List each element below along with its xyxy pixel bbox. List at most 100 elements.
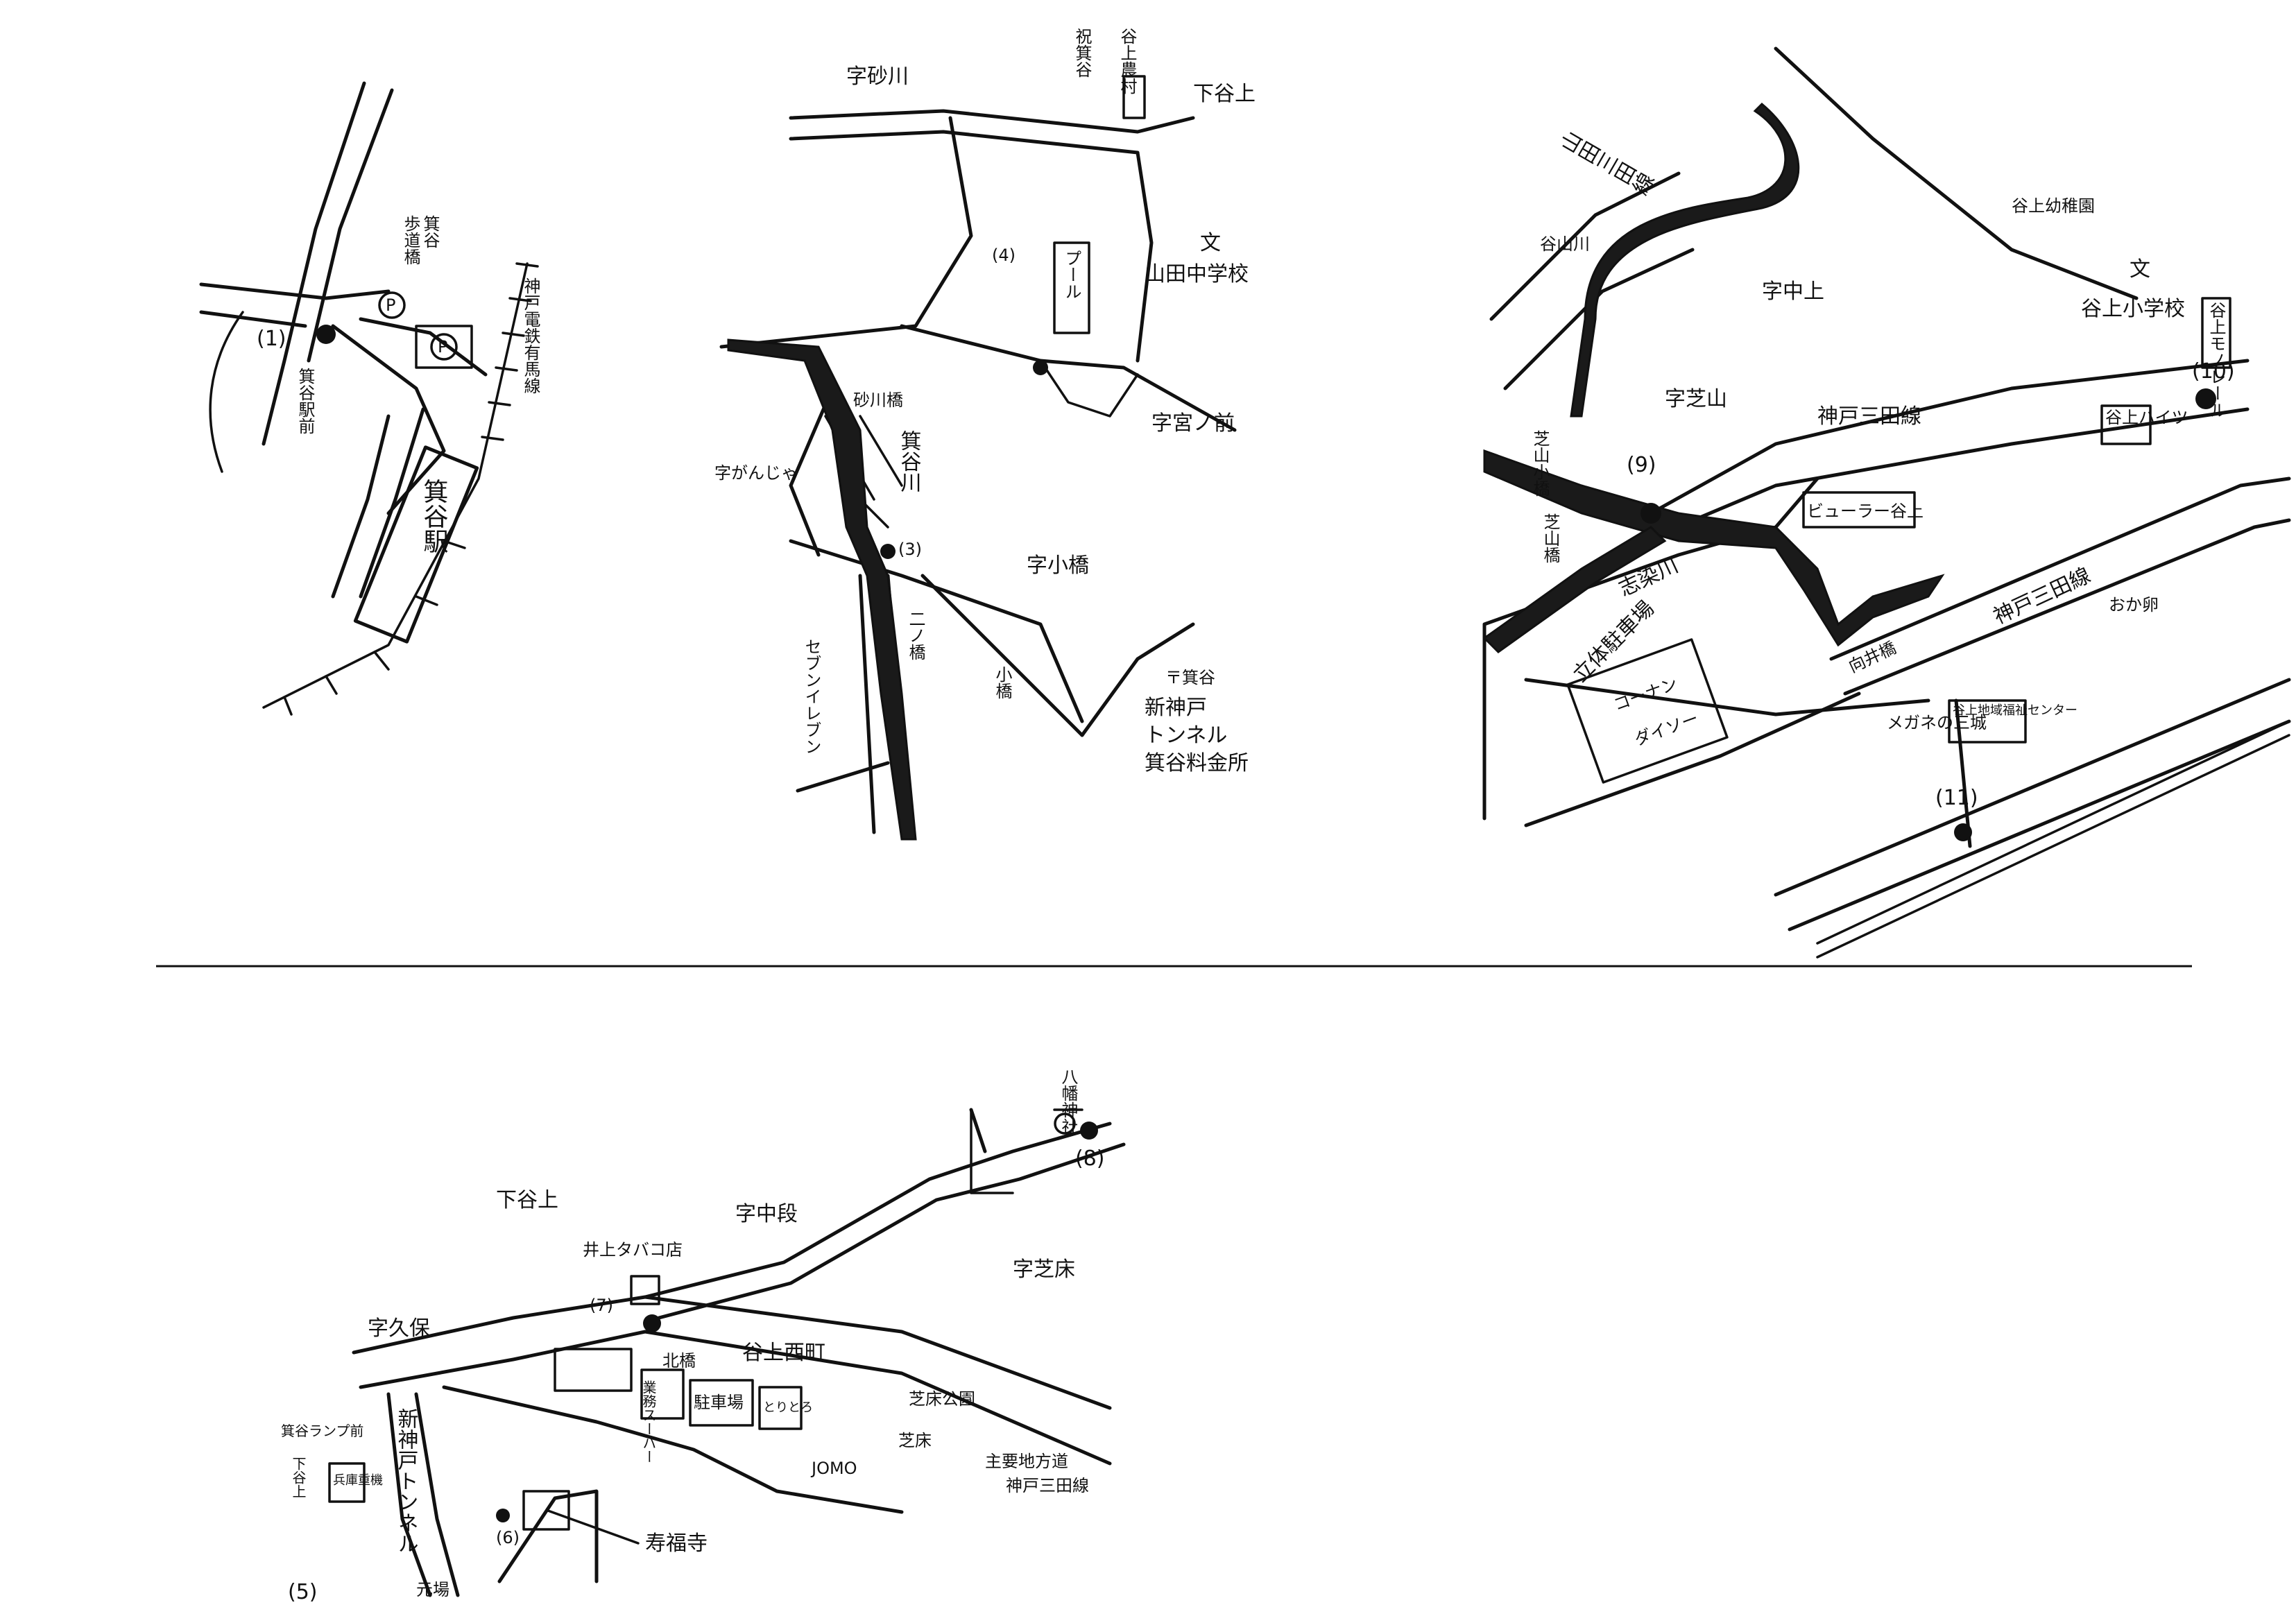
map2-nibashi-label: 二ノ橋 xyxy=(906,610,925,660)
map1-road xyxy=(331,414,391,599)
jufukuji-building xyxy=(522,1490,570,1531)
map3-point-11-label: (11) xyxy=(1935,786,1978,810)
map3-road xyxy=(1774,46,2139,300)
map3-road xyxy=(1503,248,1695,390)
map4-block xyxy=(630,1275,660,1305)
map4-inoue-label: 井上タバコ店 xyxy=(583,1240,683,1260)
map3-road xyxy=(1642,407,2250,543)
map1-station-building xyxy=(353,445,479,644)
map2-kobashi-bridge-label: 小橋 xyxy=(993,666,1012,699)
map1-railway-label: 神戸電鉄有馬線 xyxy=(521,277,540,394)
map3-okaran-label: おか卵 xyxy=(2109,595,2159,615)
map3-river-west xyxy=(1482,526,1667,653)
map3-monorail-label: 谷上モノレール xyxy=(2207,302,2226,418)
map3-konan-label: コーナン xyxy=(1611,673,1680,714)
map4-jomo-label: JOMO xyxy=(810,1459,857,1478)
map3-road xyxy=(1524,692,1861,827)
map4-road xyxy=(657,1142,1126,1320)
map1-road xyxy=(331,324,446,515)
map3-road xyxy=(1774,678,2291,897)
parking-icon xyxy=(1054,1113,1076,1135)
parking-icon xyxy=(378,291,406,319)
map1-minotani-station: P P (1) 箕谷 歩道橋 神戸電鉄有馬線 箕谷駅 箕谷駅前 xyxy=(199,81,540,716)
map4-point-6-label: (6) xyxy=(496,1528,520,1547)
map2-point-3 xyxy=(880,544,896,559)
map3-road xyxy=(1482,476,1819,821)
map4-chushajo-label: 駐車場 xyxy=(694,1393,744,1412)
map4-shimotanigami-label: 下谷上 xyxy=(496,1188,558,1212)
map3-road xyxy=(1649,359,2250,515)
map3-kindergarten-label: 谷上幼稚園 xyxy=(2012,196,2095,216)
map4-road xyxy=(643,1122,1112,1299)
map1-station-bridge-prefix: 箕谷 xyxy=(420,215,440,248)
map2-seven-label: セブンイレブン xyxy=(802,638,821,755)
map4-shimotanigami-v-label: 下谷上 xyxy=(290,1457,307,1498)
map4-road-minor xyxy=(970,1108,1083,1194)
map4-point-7-label: (7) xyxy=(590,1296,613,1315)
map4-kubo-label: 字久保 xyxy=(368,1316,430,1341)
map4-bus-stop-label: 元場 xyxy=(416,1580,449,1599)
map4-point-8-label: (8) xyxy=(1075,1147,1105,1171)
hemi-building xyxy=(328,1462,366,1503)
map2-road xyxy=(1080,622,1195,737)
map3-point-9 xyxy=(1640,503,1661,524)
map2-point-4-label: (4) xyxy=(992,246,1016,265)
map3-heights-building xyxy=(2100,404,2152,445)
map2-point-3-label: (3) xyxy=(898,540,922,559)
map1-road xyxy=(359,317,488,377)
map1-road xyxy=(359,407,425,599)
map2-sunagawa-bridge-label: 砂川橋 xyxy=(853,390,903,410)
map1-station-bridge-label: 歩道橋 xyxy=(401,215,420,265)
map1-station-front-label: 箕谷駅前 xyxy=(295,368,315,434)
map4-main-road-label: 主要地方道 xyxy=(985,1452,1068,1471)
map3-point-9-label: (9) xyxy=(1627,453,1656,477)
map2-point-4 xyxy=(1033,360,1048,375)
map4-tanigami-nishimachi: (7) (8) (6) (5) 下谷上 字中段 字芝床 八幡神社 井上タバコ店 … xyxy=(281,1068,1126,1604)
map2-tunnel2-label: トンネル xyxy=(1145,723,1227,748)
map4-road xyxy=(442,1385,904,1514)
map4-kitabashi-label: 北橋 xyxy=(662,1351,696,1371)
map3-nakagami-label: 字中上 xyxy=(1762,280,1824,304)
parking-icon xyxy=(430,333,458,361)
map2-hatched-bank xyxy=(1039,359,1139,418)
map1-curve-road xyxy=(209,311,244,473)
map4-shibatoko-park-label: 芝床公園 xyxy=(909,1389,975,1409)
map2-school-symbol: 文 xyxy=(1200,231,1221,255)
map3-rail-line xyxy=(1816,734,2290,959)
map4-road xyxy=(386,1392,432,1597)
map4-jufukuji-label: 寿福寺 xyxy=(645,1531,708,1556)
map2-pool-label: プール xyxy=(1062,250,1081,300)
map3-road xyxy=(1843,518,2291,696)
map2-tollgate-label: 箕谷料金所 xyxy=(1145,751,1249,775)
map3-taniyama-label: 谷山川 xyxy=(1540,234,1590,254)
map1-rail xyxy=(262,262,529,709)
map2-road xyxy=(789,539,1084,723)
map1-parking-label-2: P xyxy=(438,337,447,357)
map2-road xyxy=(1136,151,1154,363)
map4-hemi-label: 兵庫重機 xyxy=(333,1473,383,1488)
map3-tanigami: (9) (10) (11) 山田三田線 谷山川 字中上 谷上幼稚園 文 谷上小学… xyxy=(1482,46,2291,959)
map3-yamada-sanda-label: 山田三田線 xyxy=(1554,128,1657,202)
map1-station-label: 箕谷駅 xyxy=(420,479,448,553)
map3-parking-tower-label: 立体駐車場 xyxy=(1568,596,1659,687)
map4-road xyxy=(414,1392,460,1597)
map1-road xyxy=(199,282,391,300)
map3-elementary-label: 谷上小学校 xyxy=(2081,297,2185,321)
map4-road xyxy=(359,1330,1112,1466)
map2-shrine-building xyxy=(1122,75,1146,119)
map4-jufukuji-leader xyxy=(547,1509,640,1545)
map2-road xyxy=(789,386,834,557)
map2-shrine-label: 祝箕谷 xyxy=(1072,28,1092,78)
map2-road xyxy=(789,130,1140,155)
map2-sunagawa-label: 字砂川 xyxy=(846,65,909,89)
map3-road xyxy=(1524,678,1930,716)
map3-shibayama-bridge-label: 芝山小橋 xyxy=(1530,430,1550,497)
map4-point-7 xyxy=(643,1314,661,1332)
map3-road xyxy=(1829,476,2291,661)
map3-river-upper xyxy=(1570,102,1800,418)
map2-sunagawa: (4) (3) 字砂川 下谷上 谷上農村 祝箕谷 文 山田中学校 プール 砂川橋… xyxy=(714,28,1256,841)
map1-point-1 xyxy=(316,325,336,344)
map4-gyomu-label: 業務スーパー xyxy=(640,1380,657,1463)
map1-road xyxy=(199,310,307,328)
map2-post-label: 〒箕谷 xyxy=(1165,668,1215,687)
